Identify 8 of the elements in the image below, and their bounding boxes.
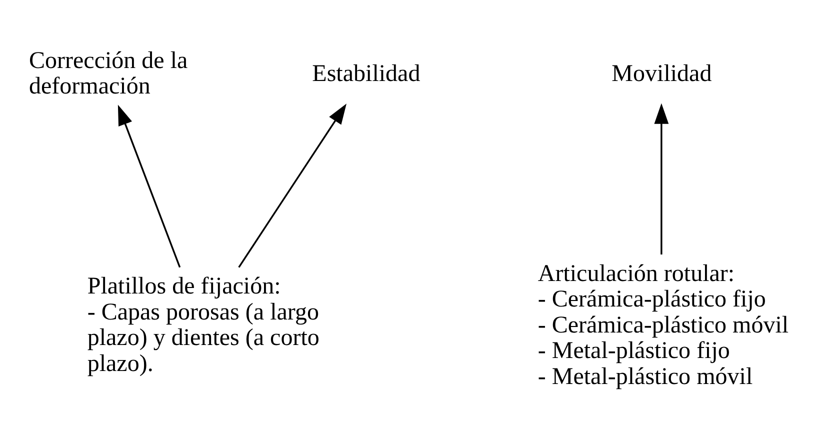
arrow [654, 103, 669, 254]
node-text: Estabilidad [312, 60, 420, 87]
node-text: Platillos de fijación: - Capas porosas (a largo plazo) y dientes (a corto plazo). [87, 274, 320, 377]
node-text: Movilidad [612, 60, 712, 87]
arrow [118, 104, 181, 268]
arrow [238, 104, 346, 268]
node-text: Articulación rotular: - Cerámica-plástico fijo - Cerámica-plástico móvil - Metal-plástico fijo - Metal-plástico móvil [538, 260, 789, 390]
node-text: Corrección de la deformación [28, 48, 188, 100]
